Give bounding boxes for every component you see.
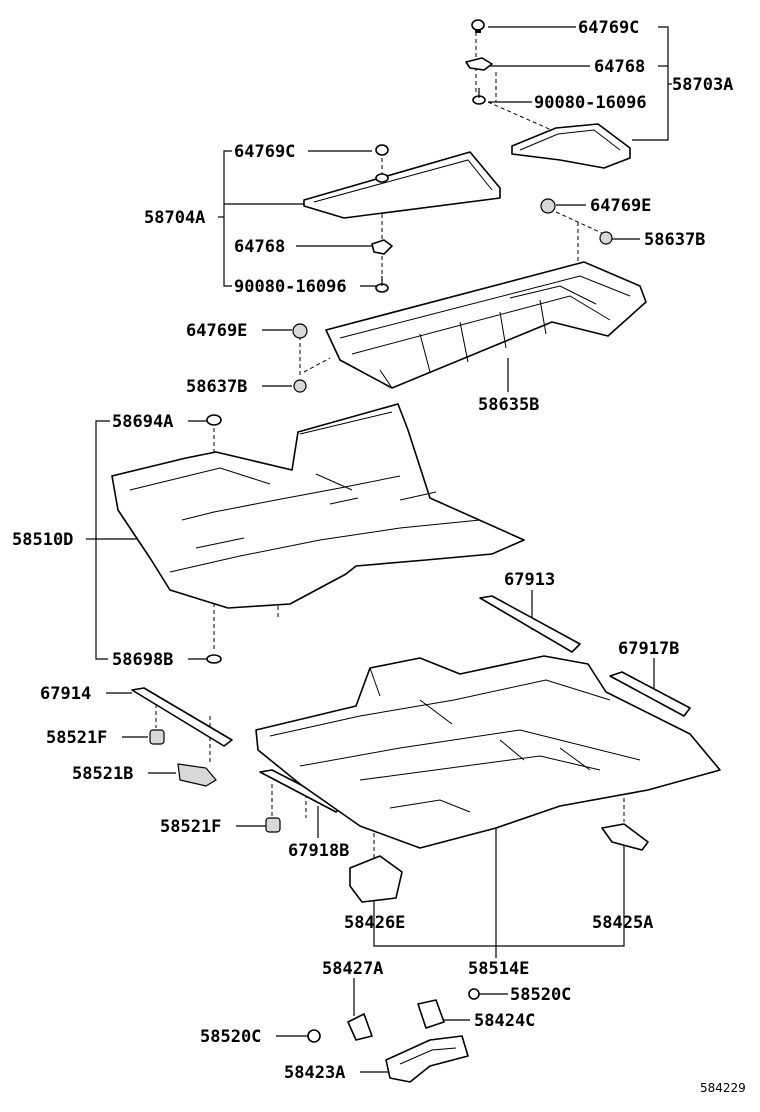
pad-58427a <box>347 1013 373 1041</box>
pad-58426e <box>349 855 403 903</box>
label-58424c: 58424C <box>474 1011 535 1031</box>
clip-64769c-top <box>471 19 485 33</box>
screw-90080-16096-mid <box>375 276 389 293</box>
label-58698b: 58698B <box>112 650 173 670</box>
label-58510d: 58510D <box>12 530 73 550</box>
label-58635b: 58635B <box>478 395 539 415</box>
label-58427a: 58427A <box>322 959 383 979</box>
label-58423a: 58423A <box>284 1063 345 1083</box>
label-58520c-right: 58520C <box>510 985 571 1005</box>
label-67917b: 67917B <box>618 639 679 659</box>
screw-90080-16096-top <box>472 88 486 105</box>
label-58637b-left: 58637B <box>186 377 247 397</box>
carpet-58514e <box>255 655 721 849</box>
pad-58425a <box>601 823 649 851</box>
label-58694a: 58694A <box>112 412 173 432</box>
label-64769c-mid: 64769C <box>234 142 295 162</box>
label-67914: 67914 <box>40 684 91 704</box>
label-58637b-right: 58637B <box>644 230 705 250</box>
label-64769c-top: 64769C <box>578 18 639 38</box>
label-58425a: 58425A <box>592 913 653 933</box>
sill-plate-67913 <box>479 595 581 653</box>
clip-58694a <box>206 414 222 426</box>
label-67918b: 67918B <box>288 841 349 861</box>
label-58521f-lower: 58521F <box>160 817 221 837</box>
label-64768-top: 64768 <box>594 57 645 77</box>
label-64769e-left: 64769E <box>186 321 247 341</box>
carpet-58510d <box>111 403 525 609</box>
label-58521b: 58521B <box>72 764 133 784</box>
clip-58637b-left <box>293 379 307 393</box>
clip-58520c-right <box>468 988 480 1000</box>
clip-64769e-right <box>540 198 556 214</box>
clip-58521f-upper <box>149 729 165 745</box>
label-58520c-left: 58520C <box>200 1027 261 1047</box>
label-58704a: 58704A <box>144 208 205 228</box>
clip-58521f-lower <box>265 817 281 833</box>
tray-58635b <box>325 261 647 389</box>
label-90080-16096-top: 90080-16096 <box>534 93 647 113</box>
bracket-64768-mid <box>371 239 393 255</box>
clip-58698b <box>206 654 222 664</box>
clip-58520c-left <box>307 1029 321 1043</box>
label-64769e-right: 64769E <box>590 196 651 216</box>
cover-58704a <box>303 151 501 219</box>
clip-64769e-left <box>292 323 308 339</box>
label-90080-16096-mid: 90080-16096 <box>234 277 347 297</box>
sill-plate-67914 <box>131 687 233 747</box>
pad-58424c <box>417 999 445 1029</box>
clip-64769c-mid <box>375 144 389 183</box>
pad-58423a <box>385 1035 469 1083</box>
cover-58703a <box>511 123 631 169</box>
label-58521f-upper: 58521F <box>46 728 107 748</box>
clip-58521b <box>177 763 217 787</box>
label-58514e: 58514E <box>468 959 529 979</box>
clip-58637b-right <box>599 231 613 245</box>
bracket-64768-top <box>465 57 493 71</box>
label-67913: 67913 <box>504 570 555 590</box>
label-64768-mid: 64768 <box>234 237 285 257</box>
sill-plate-67917b <box>609 671 691 717</box>
reference-number: 584229 <box>700 1081 746 1095</box>
part-labels: 64769C 64768 90080-16096 58703A 64769C 5… <box>12 18 746 1095</box>
label-58426e: 58426E <box>344 913 405 933</box>
label-58703a: 58703A <box>672 75 733 95</box>
